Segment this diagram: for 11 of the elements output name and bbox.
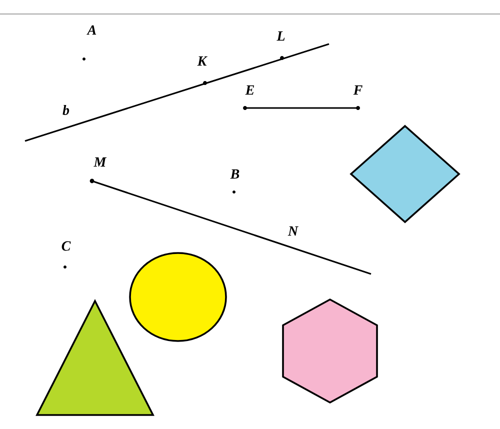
point-label: K (197, 56, 208, 66)
point-label: A (86, 25, 96, 35)
circle-shape (129, 252, 227, 342)
point-label: C (62, 241, 71, 251)
point-label: L (276, 31, 285, 41)
point-label: E (245, 85, 254, 95)
point-label: N (288, 226, 298, 236)
point-label: B (230, 169, 240, 179)
point-label: M (94, 157, 107, 167)
point-label: F (353, 85, 362, 95)
point-label: b (62, 105, 70, 115)
